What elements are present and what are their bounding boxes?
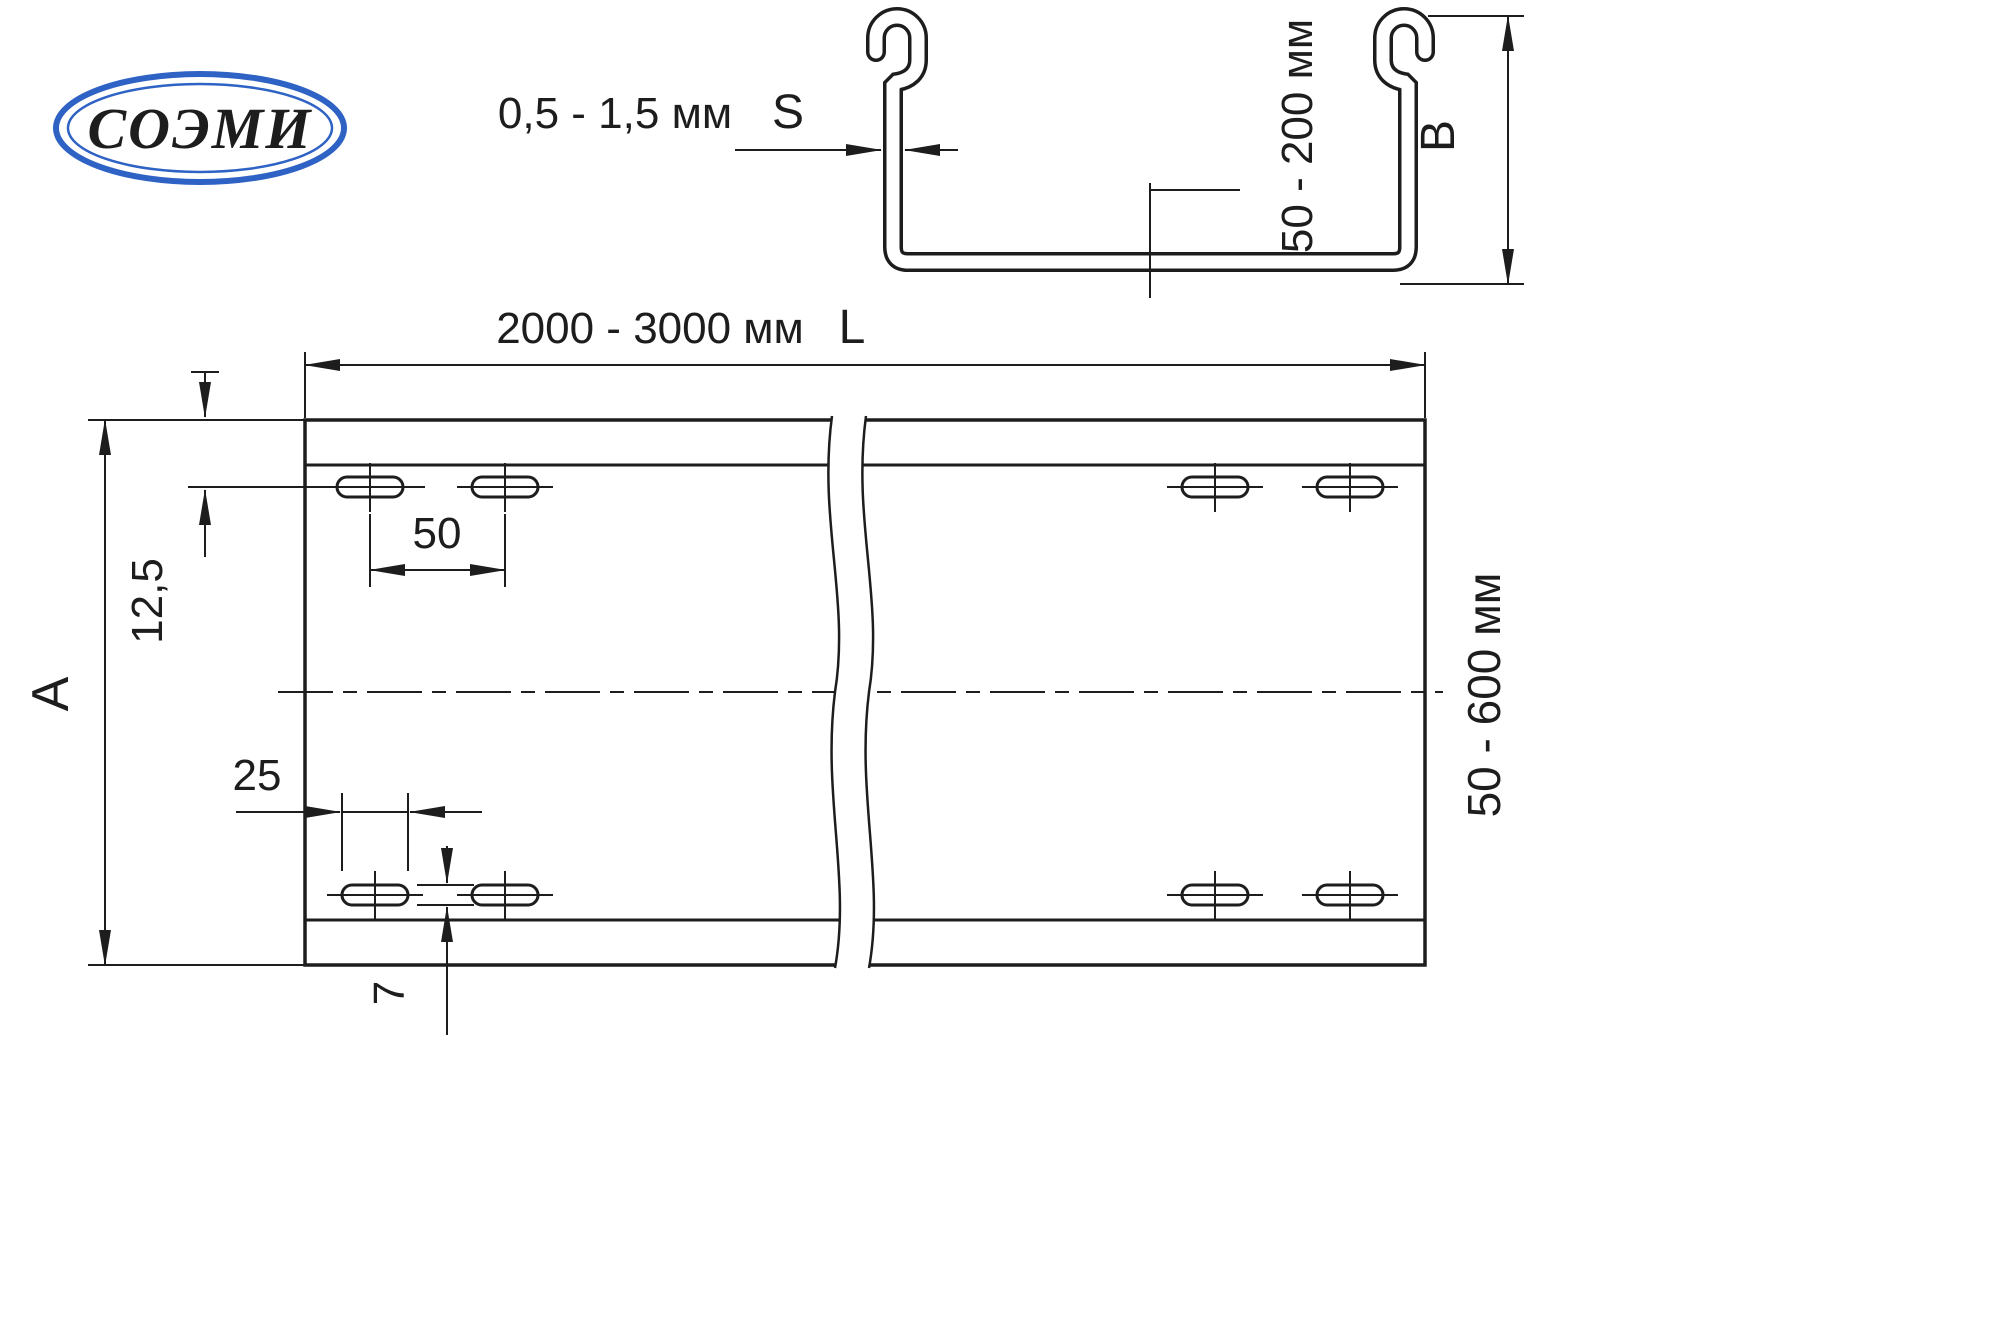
height-symbol-label: B — [1412, 120, 1465, 152]
dimension-width-a: A 50 - 600 мм — [22, 419, 1510, 966]
slot-top-2 — [457, 463, 553, 512]
dimension-height-b: 50 - 200 мм B — [1273, 15, 1524, 285]
break-lines — [827, 415, 876, 969]
logo-ellipse-outer — [53, 71, 347, 185]
edge-offset-label: 12,5 — [123, 558, 172, 644]
logo-ellipse-inner — [66, 82, 334, 174]
logo-text: СОЭМИ — [87, 96, 312, 161]
slot-width-label: 7 — [365, 981, 414, 1005]
length-symbol-label: L — [839, 301, 866, 354]
length-value-label: 2000 - 3000 мм — [496, 304, 804, 353]
dimension-length-l: 2000 - 3000 мм L — [304, 301, 1426, 418]
width-value-label: 50 - 600 мм — [1458, 573, 1510, 818]
dimension-edge-offset: 12,5 — [123, 371, 425, 644]
slot-bottom-1 — [327, 871, 423, 920]
break-gap-fill — [828, 416, 874, 968]
soemi-logo: СОЭМИ — [53, 71, 347, 185]
thickness-value-label: 0,5 - 1,5 мм — [498, 89, 732, 138]
slot-bottom-2 — [457, 871, 553, 920]
slot-top-3 — [1167, 463, 1263, 512]
slot-pitch-label: 50 — [413, 509, 462, 558]
dimension-thickness-s: 0,5 - 1,5 мм S — [498, 86, 958, 156]
plan-view — [278, 415, 1443, 969]
break-line-left — [827, 415, 842, 969]
section-view — [866, 7, 1435, 298]
dimension-slot-width: 7 — [365, 846, 474, 1035]
height-value-label: 50 - 200 мм — [1273, 19, 1322, 253]
break-line-right — [861, 415, 876, 969]
slot-bottom-3 — [1167, 871, 1263, 920]
dimension-slot-pitch: 50 — [369, 509, 506, 587]
dimension-slot-length: 25 — [233, 751, 482, 871]
slot-top-4 — [1302, 463, 1398, 512]
width-symbol-label: A — [22, 676, 80, 711]
slot-length-label: 25 — [233, 751, 282, 800]
slot-bottom-4 — [1302, 871, 1398, 920]
thickness-symbol-label: S — [772, 86, 804, 139]
